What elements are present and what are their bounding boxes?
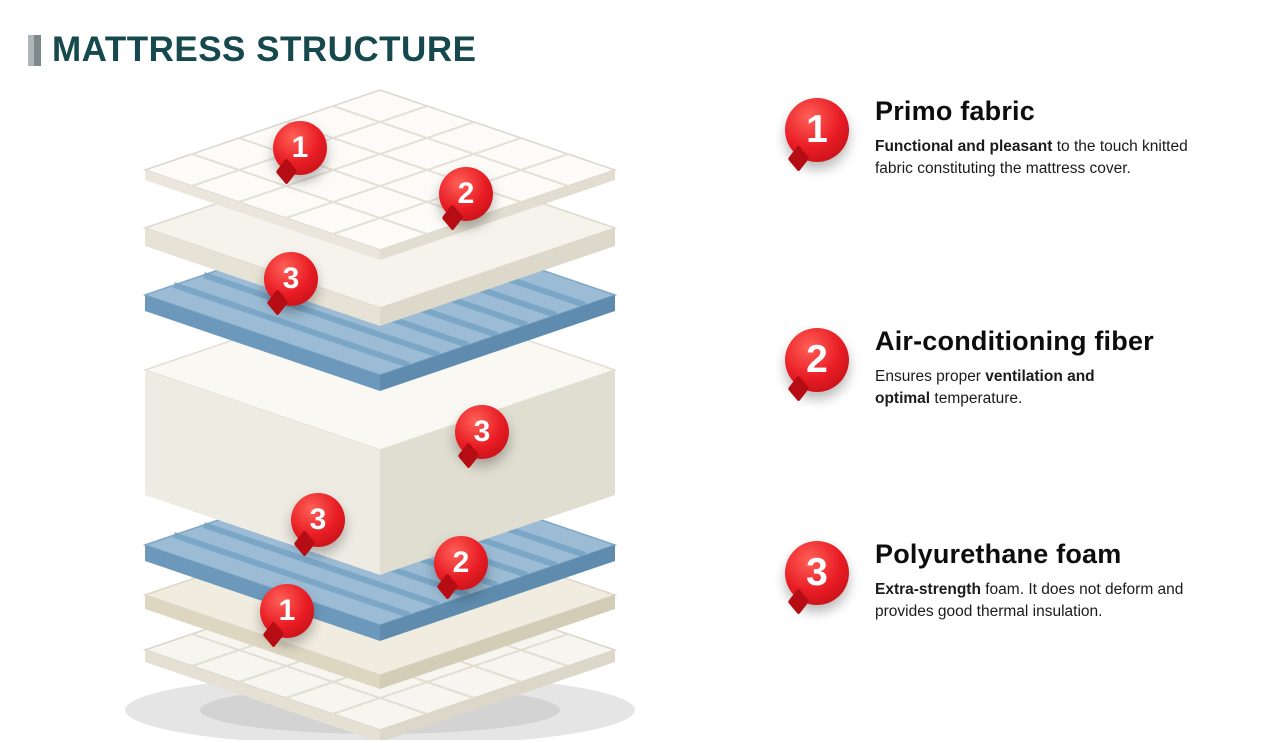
legend-desc-3: Extra-strength foam. It does not deform … bbox=[875, 581, 1184, 620]
diagram-marker-3-lower: 3 bbox=[291, 493, 345, 547]
legend-title-3: Polyurethane foam bbox=[875, 539, 1122, 569]
diagram-marker-2-top: 2 bbox=[439, 167, 493, 221]
legend-desc-2: Ensures proper ventilation and optimal t… bbox=[875, 368, 1095, 407]
legend-badge-1: 1 bbox=[785, 98, 849, 162]
diagram-marker-1-top: 1 bbox=[273, 121, 327, 175]
mattress-illustration bbox=[125, 89, 635, 740]
legend-title-2: Air-conditioning fiber bbox=[875, 326, 1154, 356]
page-title: MATTRESS STRUCTURE bbox=[52, 30, 477, 69]
mattress-diagram: 1 2 3 3 3 2 1 bbox=[0, 0, 720, 743]
legend-desc-1: Functional and pleasant to the touch kni… bbox=[875, 138, 1188, 177]
legend-item-polyurethane-foam: 3 Polyurethane foam Extra-strength foam.… bbox=[785, 535, 1245, 623]
legend-title-1: Primo fabric bbox=[875, 96, 1035, 126]
title-marker-bar bbox=[28, 34, 41, 66]
header: MATTRESS STRUCTURE bbox=[28, 30, 476, 70]
diagram-marker-1-bottom: 1 bbox=[260, 584, 314, 638]
legend-item-air-conditioning-fiber: 2 Air-conditioning fiber Ensures proper … bbox=[785, 322, 1245, 410]
diagram-marker-3-core: 3 bbox=[455, 405, 509, 459]
legend-badge-3: 3 bbox=[785, 541, 849, 605]
diagram-marker-2-bottom: 2 bbox=[434, 536, 488, 590]
legend-badge-2: 2 bbox=[785, 328, 849, 392]
legend-item-primo-fabric: 1 Primo fabric Functional and pleasant t… bbox=[785, 92, 1245, 180]
diagram-marker-3-upper: 3 bbox=[264, 252, 318, 306]
